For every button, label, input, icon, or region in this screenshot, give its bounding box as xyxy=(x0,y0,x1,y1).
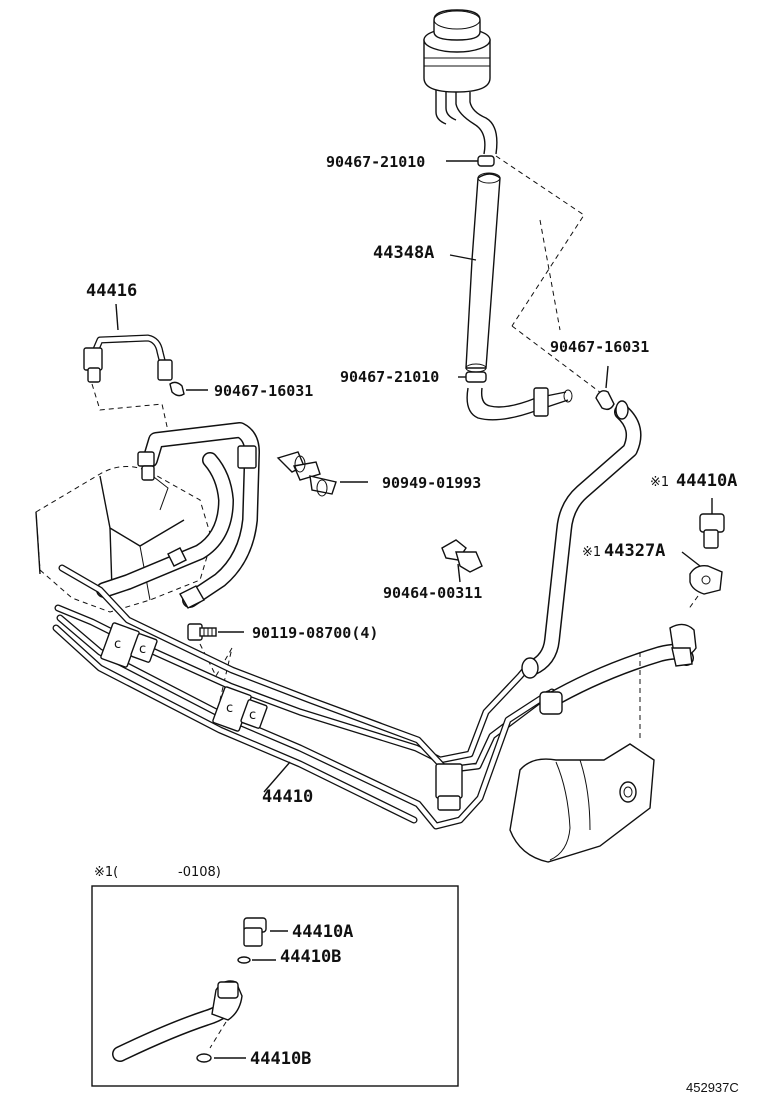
steering-gear-housing xyxy=(509,652,655,863)
label-44410A-top: 44410A xyxy=(676,471,737,491)
reservoir-tank xyxy=(423,9,498,155)
reservoir-outlet-pipe xyxy=(466,387,573,421)
illustration-code: 452937C xyxy=(686,1080,739,1095)
label-90467-16031-left: 90467-16031 xyxy=(214,382,313,400)
hose-clamp-left: 90467-16031 xyxy=(169,381,313,400)
pressure-pipe-44416: 44416 xyxy=(83,281,173,383)
clamp-90464-00311: 90464-00311 xyxy=(383,539,483,602)
label-44348A: 44348A xyxy=(373,243,434,263)
inset-caption-mark: ※1( xyxy=(94,865,118,880)
svg-text:※1: ※1 xyxy=(582,545,601,560)
bolt-90119-08700: 90119-08700(4) xyxy=(187,623,378,701)
hose-clamp-top: 90467-21010 xyxy=(326,153,495,171)
svg-text:c: c xyxy=(114,637,121,652)
label-90467-16031-right: 90467-16031 xyxy=(550,338,649,356)
union-bolt-44410A-top: ※1 44410A xyxy=(650,471,737,549)
inset-detail-box: ※1( -0108) 44410A 44410B 44410B xyxy=(91,865,459,1087)
clamp-90949-01993: 90949-01993 xyxy=(276,451,481,497)
return-hose-44348A: 44348A xyxy=(373,172,501,373)
hose-clamp-right: 90467-16031 xyxy=(550,338,649,411)
label-44410B-lower: 44410B xyxy=(250,1049,311,1069)
label-90949-01993: 90949-01993 xyxy=(382,474,481,492)
svg-text:c: c xyxy=(226,701,233,716)
label-90467-21010-top: 90467-21010 xyxy=(326,153,425,171)
pressure-hose-to-gear xyxy=(539,623,697,715)
label-90119-08700: 90119-08700(4) xyxy=(252,624,378,642)
pressure-hoses xyxy=(96,422,260,609)
tube-assembly-44410: c c c c 44410 xyxy=(52,564,556,830)
label-90464-00311: 90464-00311 xyxy=(383,584,482,602)
leader-dashes-44416 xyxy=(91,383,171,441)
inset-caption-range: -0108) xyxy=(178,865,221,880)
label-44410: 44410 xyxy=(262,787,313,807)
long-return-hose xyxy=(524,400,642,676)
label-44410A-inset: 44410A xyxy=(292,922,353,942)
svg-text:c: c xyxy=(249,708,256,723)
label-44410B-upper: 44410B xyxy=(280,947,341,967)
flange-44327A: ※1 44327A xyxy=(582,541,723,611)
hose-clamp-mid: 90467-21010 xyxy=(340,368,487,386)
leader-dashes-top xyxy=(495,155,606,397)
svg-text:※1: ※1 xyxy=(650,475,669,490)
label-44416: 44416 xyxy=(86,281,137,301)
label-44327A: 44327A xyxy=(604,541,665,561)
svg-text:c: c xyxy=(139,642,146,657)
label-90467-21010-mid: 90467-21010 xyxy=(340,368,439,386)
